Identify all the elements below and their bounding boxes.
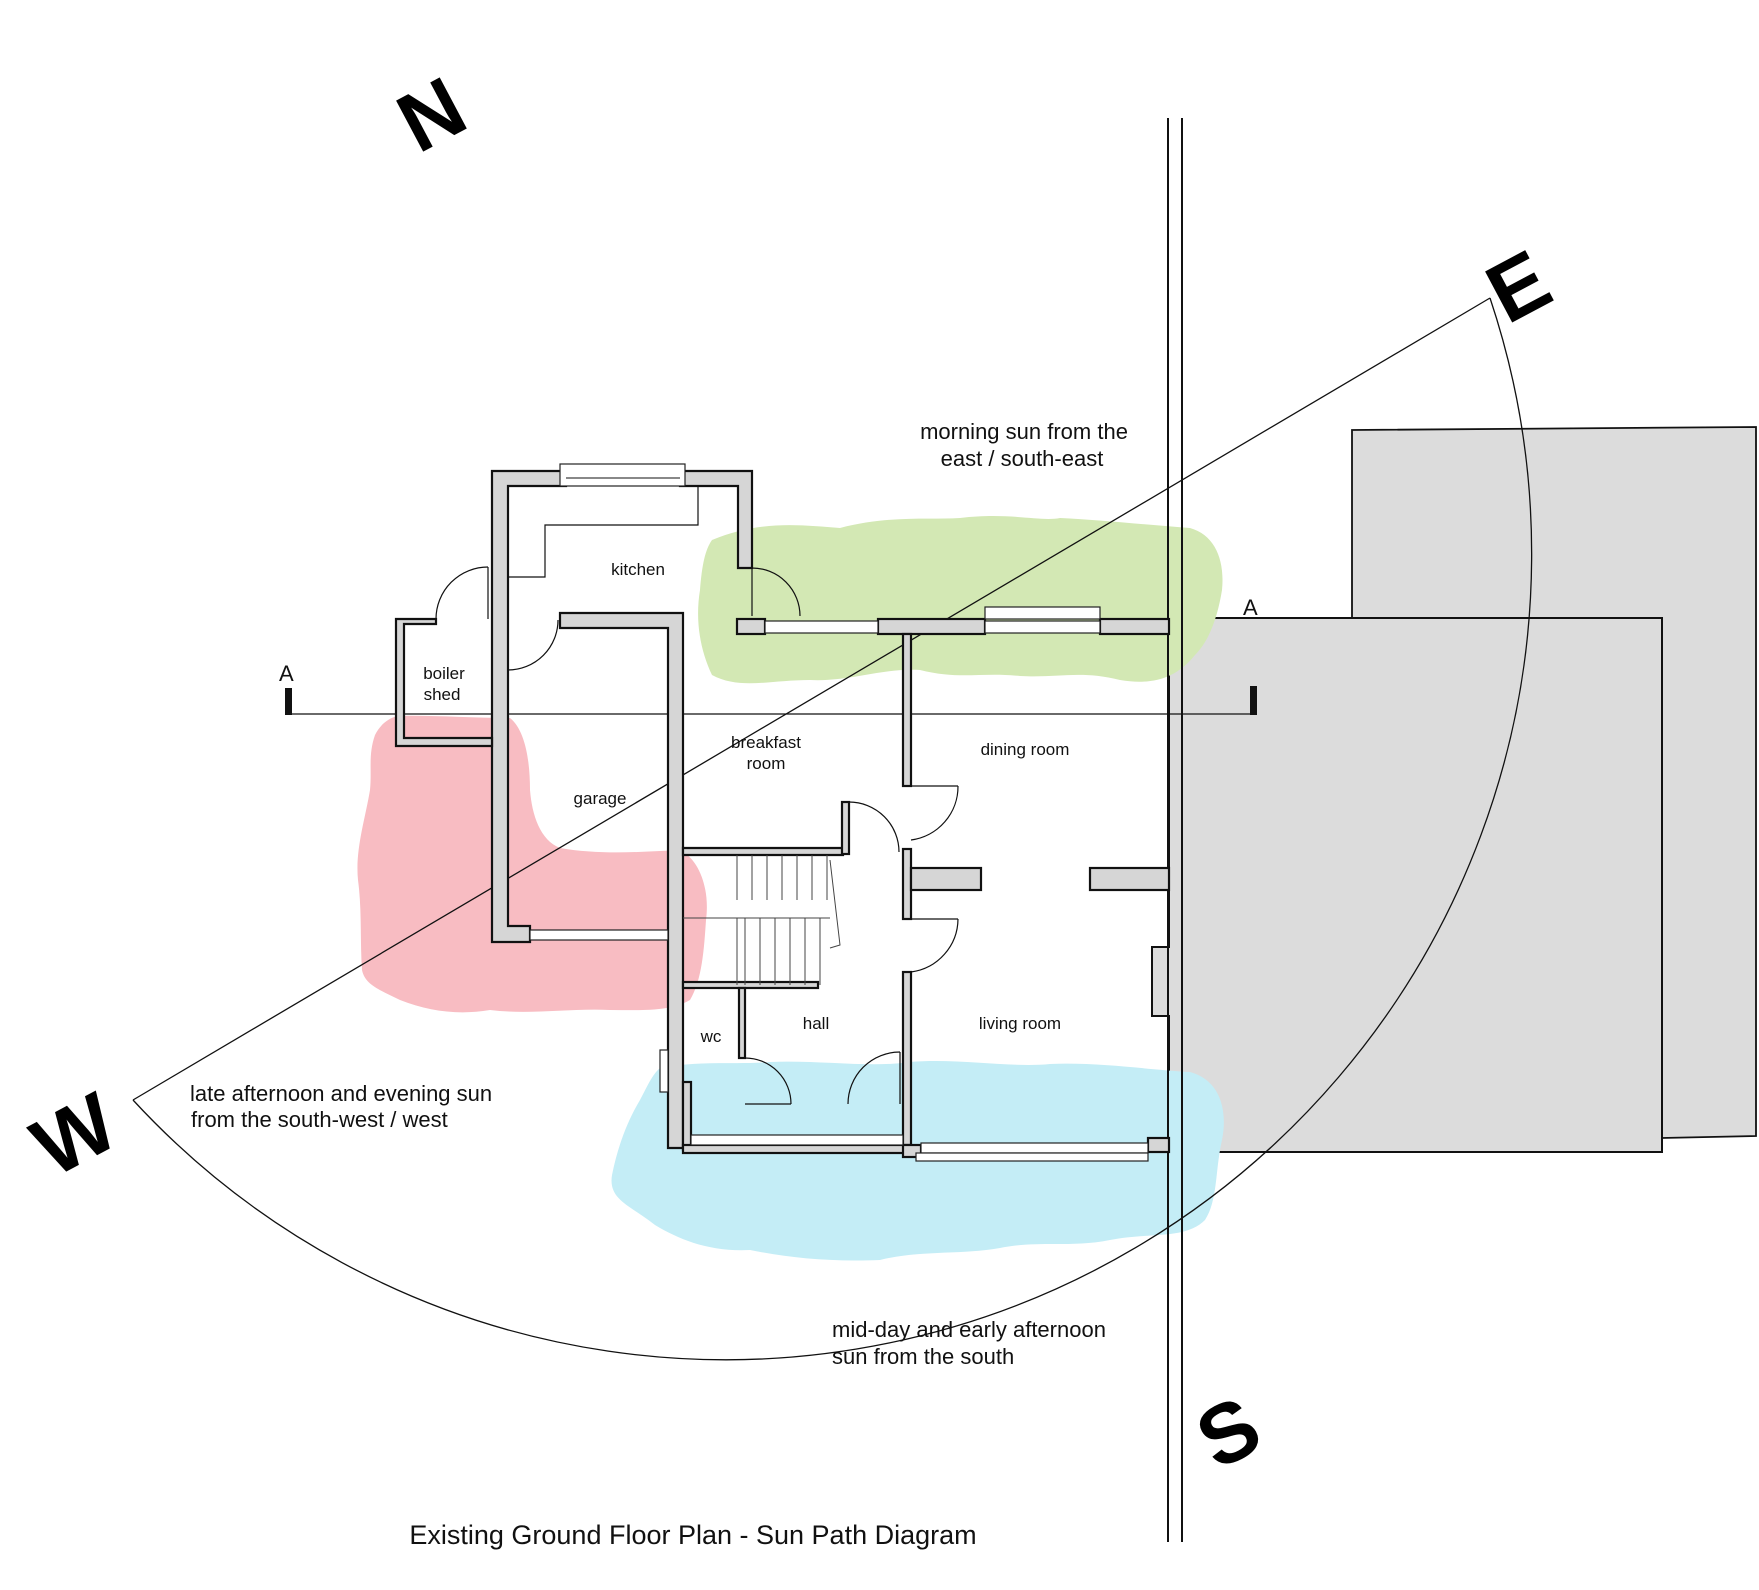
room-label-hall: hall xyxy=(803,1014,829,1033)
site-boundary xyxy=(1167,118,1183,1542)
evening-sun-note-line1: late afternoon and evening sun xyxy=(190,1081,492,1106)
evening-sun-note-line2: from the south-west / west xyxy=(191,1107,448,1132)
midday-sun-note-line1: mid-day and early afternoon xyxy=(832,1317,1106,1342)
compass-west: W xyxy=(17,1074,132,1195)
morning-sun-note-line2: east / south-east xyxy=(941,446,1104,471)
fixtures xyxy=(435,463,1149,1162)
room-label-breakfast: breakfast xyxy=(731,733,801,752)
section-label-left: A xyxy=(279,661,294,686)
neighbour-building xyxy=(1147,426,1757,1153)
room-label-living-room: living room xyxy=(979,1014,1061,1033)
room-label-kitchen: kitchen xyxy=(611,560,665,579)
room-label-breakfast-room: room xyxy=(747,754,786,773)
room-label-garage: garage xyxy=(574,789,627,808)
compass-south: S xyxy=(1182,1378,1276,1487)
section-line-a xyxy=(285,686,1257,715)
house-walls xyxy=(394,469,1171,1159)
section-label-right: A xyxy=(1243,595,1258,620)
compass-north: N xyxy=(383,59,481,170)
midday-sun-note-line2: sun from the south xyxy=(832,1344,1014,1369)
morning-sun-zone xyxy=(698,516,1223,684)
room-label-boiler: boiler xyxy=(423,664,465,683)
room-label-wc: wc xyxy=(700,1027,722,1046)
morning-sun-note-line1: morning sun from the xyxy=(920,419,1128,444)
room-label-shed: shed xyxy=(424,685,461,704)
sun-path-sector xyxy=(132,297,1533,1361)
diagram-title: Existing Ground Floor Plan - Sun Path Di… xyxy=(409,1520,976,1550)
compass-east: E xyxy=(1472,232,1566,341)
room-label-dining-room: dining room xyxy=(981,740,1070,759)
